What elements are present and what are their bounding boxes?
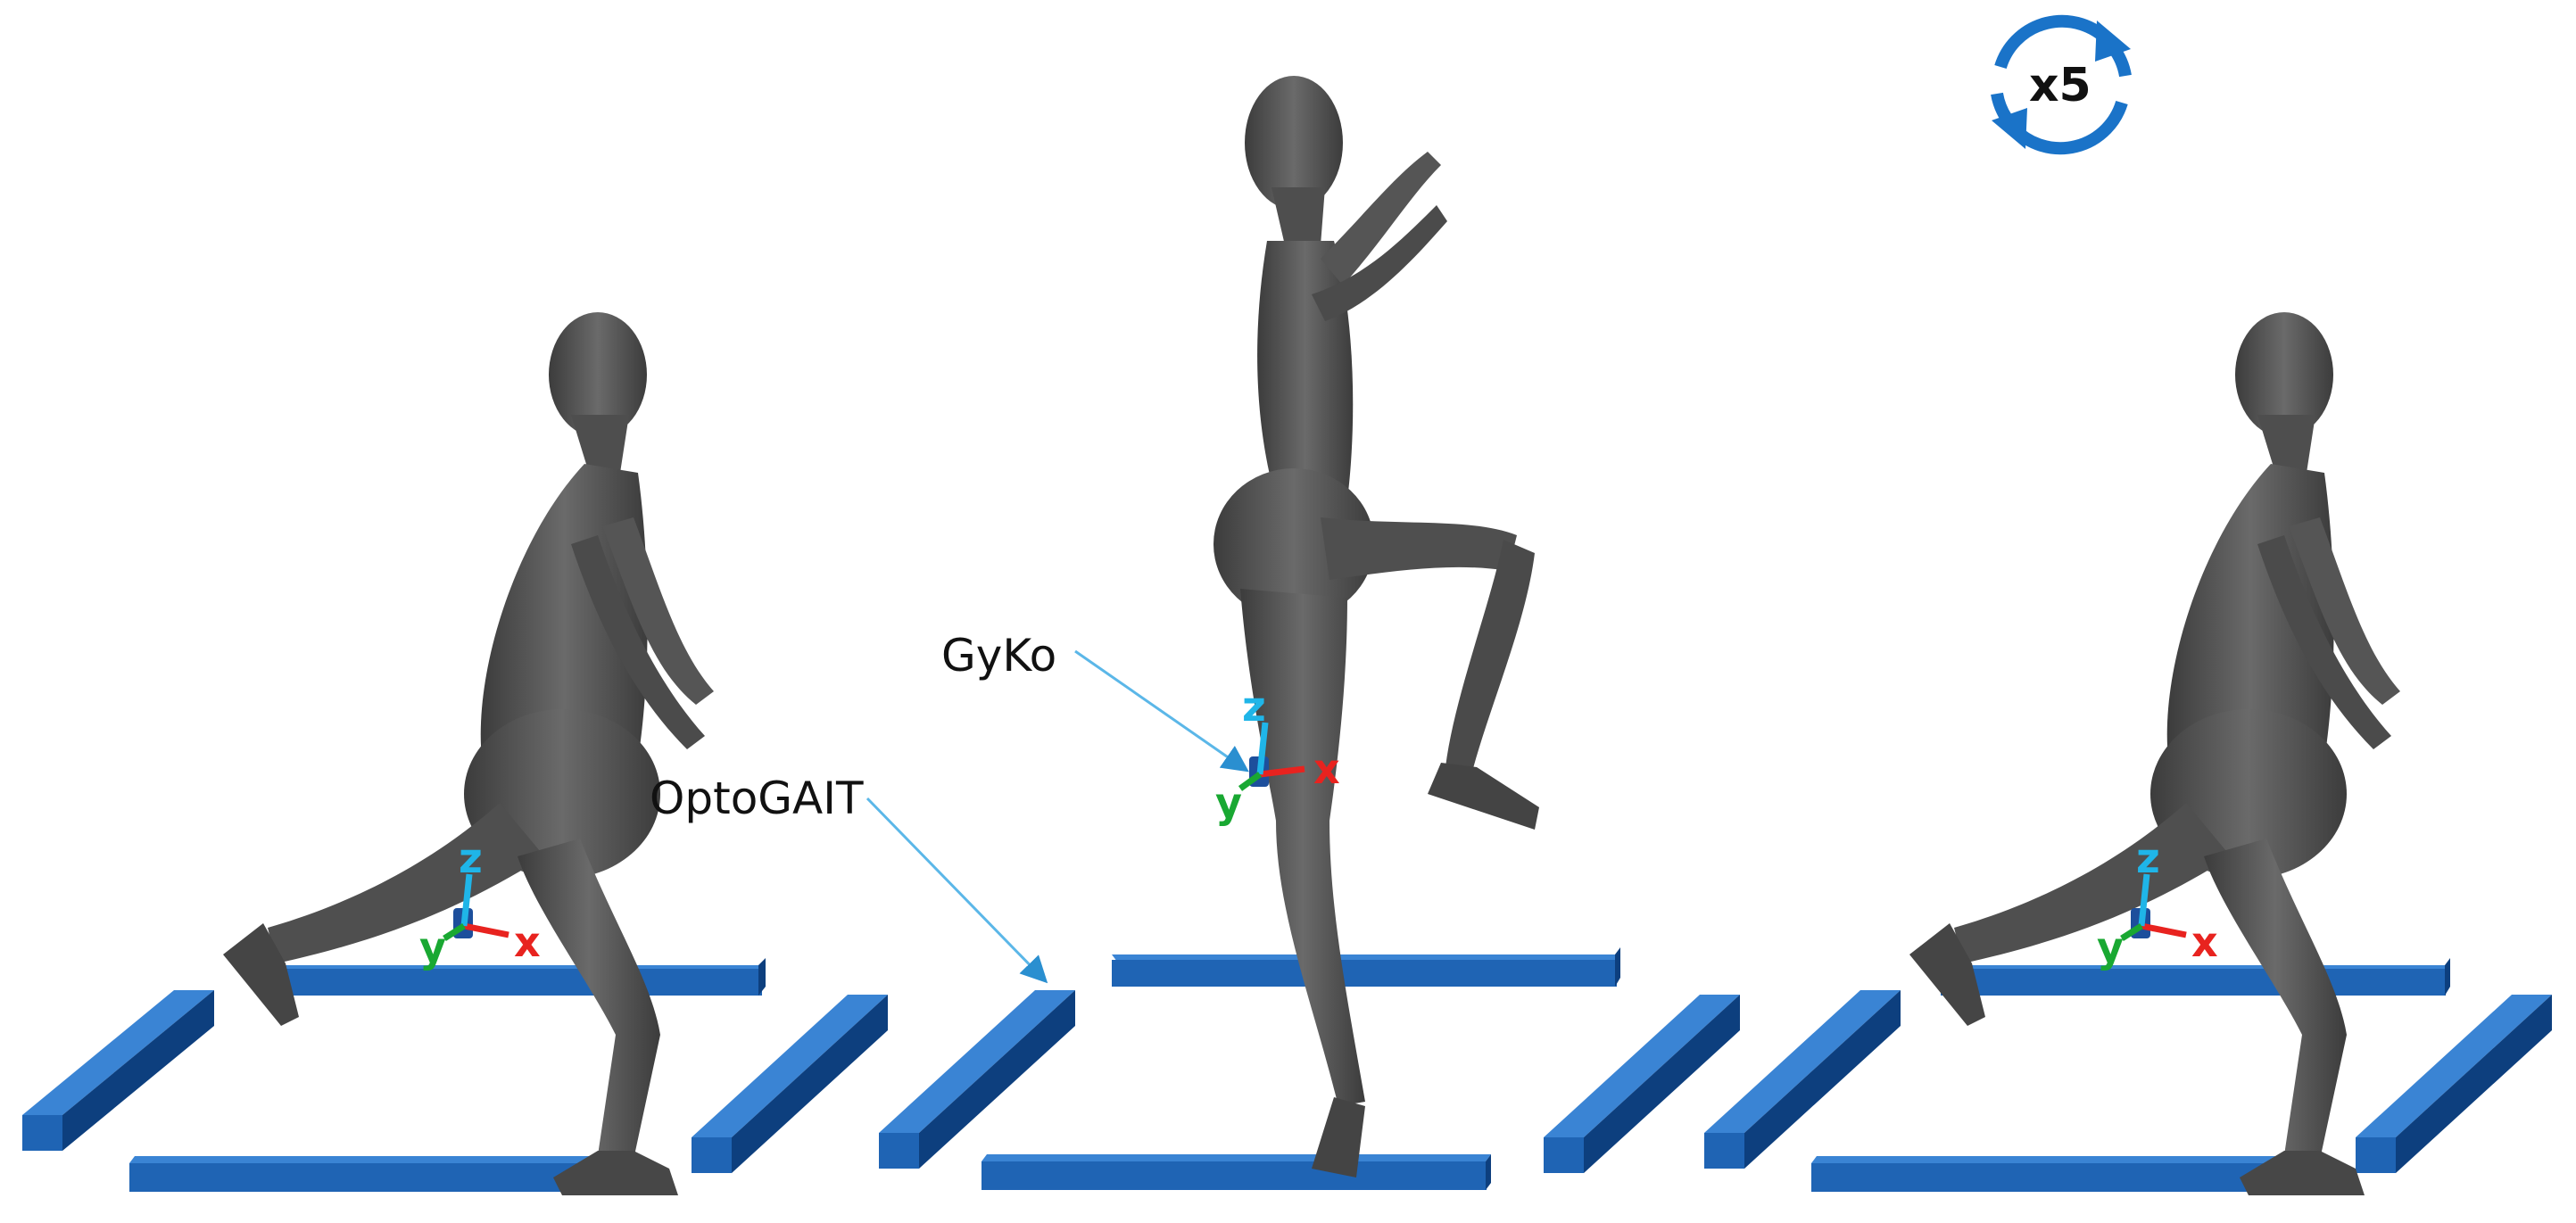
repeat-icon: [1991, 14, 2132, 155]
optogait-label: OptoGAIT: [650, 773, 864, 824]
bar-set-left: [22, 958, 888, 1192]
runner-figure-left: [223, 312, 714, 1195]
bar-set-right: [1704, 958, 2552, 1192]
axis-x-label: x: [514, 918, 541, 966]
axis-y-label: y: [1215, 779, 1242, 827]
gyko-leader-line: [1074, 649, 1249, 773]
axis-z-label: z: [1242, 682, 1266, 731]
optogait-leader-line: [866, 797, 1048, 984]
optogait-bars: [22, 947, 2552, 1192]
sensor-axes-left: x y z: [419, 834, 541, 971]
axis-z-label: z: [2136, 834, 2160, 882]
sensor-axes-middle: x y z: [1215, 682, 1340, 827]
jumper-figure-middle: [1213, 76, 1539, 1178]
axis-y-label: y: [419, 923, 446, 971]
runner-figure-right: [1909, 312, 2400, 1195]
repeat-count-label: x5: [2029, 59, 2091, 112]
axis-x-label: x: [2191, 918, 2218, 966]
axis-z-label: z: [459, 834, 483, 882]
bar-set-middle: [879, 947, 1740, 1190]
repeat-badge: x5: [1991, 14, 2132, 155]
gyko-label: GyKo: [941, 630, 1056, 682]
axis-x-label: x: [1313, 745, 1340, 793]
sensor-axes-right: x y z: [2097, 834, 2218, 971]
axis-y-label: y: [2097, 923, 2124, 971]
